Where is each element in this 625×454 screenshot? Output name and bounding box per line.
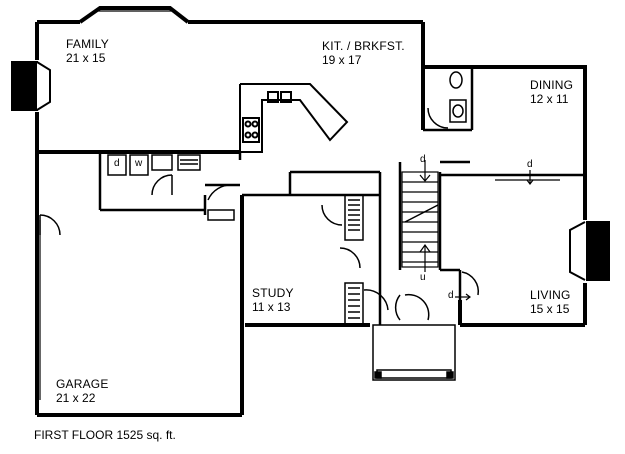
room-size-garage: 21 x 22 (56, 391, 96, 405)
kitchen-island (239, 83, 349, 153)
room-size-family: 21 x 15 (66, 51, 106, 65)
room-name-dining: DINING (530, 78, 574, 92)
dryer-mark: d (114, 158, 120, 169)
room-size-living: 15 x 15 (530, 302, 570, 316)
room-label-garage: GARAGE 21 x 22 (56, 377, 109, 405)
interior-walls (98, 67, 585, 325)
living-down-mark: d (448, 290, 454, 301)
stairs-down-mark: d (420, 154, 426, 165)
dining-down-mark: d (527, 159, 533, 170)
door-swings (39, 107, 480, 321)
fireplace-family (11, 61, 51, 111)
room-name-study: STUDY (252, 286, 294, 300)
room-size-kitchen: 19 x 17 (322, 53, 362, 67)
room-label-family: FAMILY 21 x 15 (66, 37, 109, 65)
floor-caption: FIRST FLOOR 1525 sq. ft. (34, 428, 176, 442)
room-label-study: STUDY 11 x 13 (252, 286, 294, 314)
laundry (107, 154, 201, 176)
washer-mark: w (135, 158, 143, 169)
exterior-walls (35, 6, 587, 417)
front-porch (372, 324, 456, 381)
room-name-garage: GARAGE (56, 377, 109, 391)
room-name-kitchen: KIT. / BRKFST. (322, 39, 405, 53)
room-label-kitchen: KIT. / BRKFST. 19 x 17 (322, 39, 405, 67)
room-label-dining: DINING 12 x 11 (530, 78, 573, 106)
room-size-dining: 12 x 11 (530, 92, 569, 106)
fireplace-living (569, 221, 610, 281)
room-size-study: 11 x 13 (252, 300, 291, 314)
staircase (401, 160, 439, 272)
room-name-family: FAMILY (66, 37, 109, 51)
room-label-living: LIVING 15 x 15 (530, 288, 571, 316)
powder-room (449, 71, 467, 123)
room-name-living: LIVING (530, 288, 571, 302)
stairs-up-mark: u (420, 272, 426, 283)
